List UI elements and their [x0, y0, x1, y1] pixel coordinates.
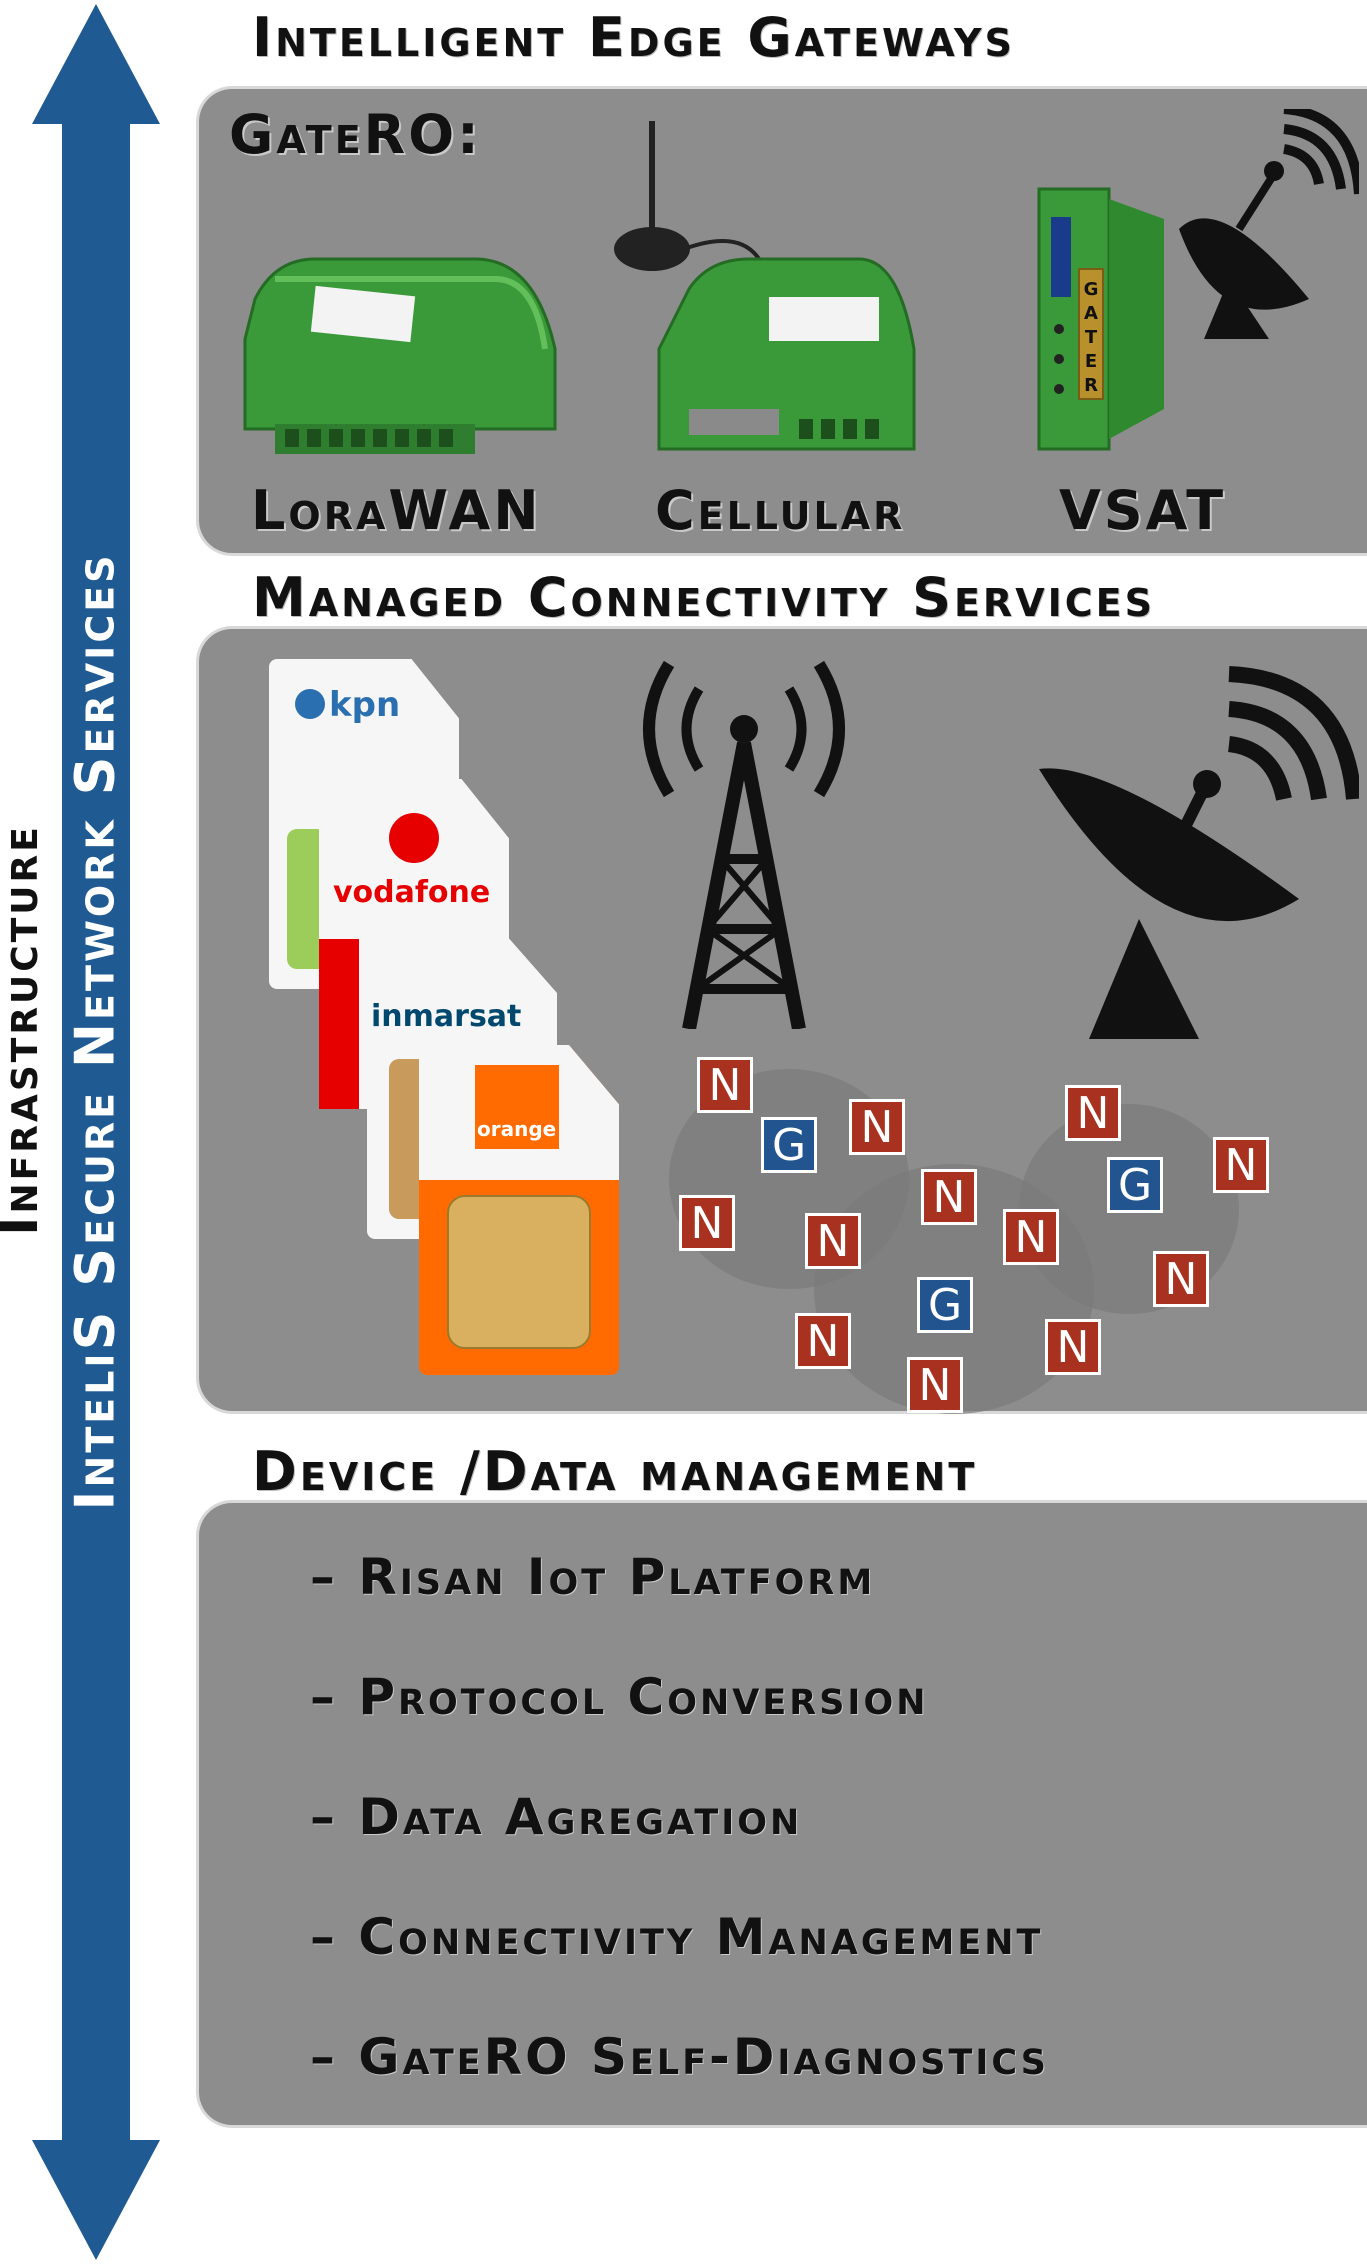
- node-n: N: [1045, 1319, 1101, 1375]
- connectivity-title: Managed Connectivity Services: [252, 566, 1155, 629]
- double-arrow-icon: [32, 4, 160, 2260]
- infrastructure-label: Infrastructure: [0, 824, 50, 1236]
- vsat-device-icon: G A T E R: [1037, 187, 1164, 451]
- svg-text:T: T: [1085, 327, 1098, 348]
- feature-item: – Protocol Conversion: [310, 1668, 929, 1726]
- gatero-brand: GateRO:: [229, 103, 482, 166]
- large-satellite-dish-icon: [1039, 666, 1359, 1039]
- node-n: N: [1003, 1209, 1059, 1265]
- side-axis: Infrastructure InteliS Secure Network Se…: [0, 0, 200, 2264]
- kpn-label: kpn: [329, 685, 401, 725]
- network-services-label: InteliS Secure Network Services: [63, 552, 127, 1511]
- node-g: G: [917, 1277, 973, 1333]
- inmarsat-label: inmarsat: [371, 999, 522, 1034]
- feature-item: – Connectivity Management: [310, 1908, 1044, 1966]
- lorawan-device-icon: [243, 257, 557, 454]
- svg-text:R: R: [1084, 375, 1098, 396]
- gateways-title: Intelligent Edge Gateways: [252, 6, 1015, 69]
- node-g: G: [761, 1117, 817, 1173]
- node-n: N: [921, 1169, 977, 1225]
- device-label-vsat: VSAT: [1059, 479, 1227, 542]
- feature-item: – GateRO Self-Diagnostics: [310, 2028, 1049, 2086]
- svg-text:E: E: [1085, 351, 1097, 372]
- device-label-lorawan: LoraWAN: [251, 479, 542, 542]
- management-panel: [196, 1500, 1367, 2128]
- node-n: N: [1213, 1137, 1269, 1193]
- orange-sim-card: orange: [419, 1045, 619, 1375]
- node-n: N: [1153, 1251, 1209, 1307]
- node-n: N: [849, 1099, 905, 1155]
- svg-text:G: G: [1084, 279, 1099, 300]
- satellite-dish-icon: [1179, 109, 1359, 339]
- gateways-panel: GateRO: G A T E R: [196, 86, 1367, 556]
- cell-tower-icon: [643, 660, 845, 1029]
- orange-label: orange: [477, 1117, 557, 1141]
- connectivity-panel: kpn vodafone inmarsat orange: [196, 626, 1367, 1414]
- vodafone-label: vodafone: [333, 875, 491, 910]
- node-n: N: [805, 1213, 861, 1269]
- cellular-device-icon: [614, 121, 916, 451]
- management-title: Device /Data management: [252, 1440, 978, 1503]
- node-g: G: [1107, 1157, 1163, 1213]
- node-n: N: [679, 1195, 735, 1251]
- node-n: N: [1065, 1085, 1121, 1141]
- node-n: N: [795, 1313, 851, 1369]
- node-n: N: [907, 1357, 963, 1413]
- feature-item: – Risan Iot Platform: [310, 1548, 876, 1606]
- svg-text:A: A: [1084, 303, 1098, 324]
- node-n: N: [697, 1057, 753, 1113]
- device-label-cellular: Cellular: [655, 479, 906, 542]
- feature-item: – Data Agregation: [310, 1788, 803, 1846]
